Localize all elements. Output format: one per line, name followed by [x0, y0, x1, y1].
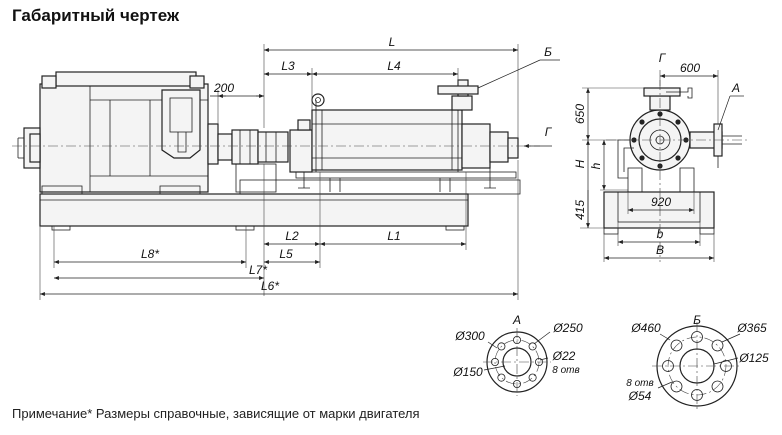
- base-frame: [39, 193, 469, 227]
- label-G-view: Г: [659, 51, 667, 65]
- page-title: Габаритный чертеж: [12, 6, 180, 25]
- dim-L5: L5: [279, 247, 293, 261]
- dim-200: 200: [213, 81, 234, 95]
- motor: [17, 71, 219, 195]
- flange-A-hole-count: 8 отв: [552, 365, 579, 376]
- flange-B-bolt-circle: Ø365: [736, 321, 767, 335]
- dim-L3: L3: [281, 59, 295, 73]
- dim-H: H: [573, 159, 587, 168]
- coupling: [217, 129, 289, 193]
- footnote: Примечание* Размеры справочные, зависящи…: [12, 406, 420, 421]
- dim-L6: L6*: [261, 279, 279, 293]
- dim-h: h: [589, 162, 603, 169]
- flange-A-outer-diameter: Ø300: [454, 329, 485, 343]
- dim-L4: L4: [387, 59, 401, 73]
- flange-B-hole-diameter: Ø54: [628, 389, 652, 403]
- flange-A-title: А: [512, 313, 521, 327]
- dim-415: 415: [573, 200, 587, 220]
- dim-B: B: [656, 243, 664, 257]
- dim-L: L: [389, 35, 396, 49]
- dim-L8: L8*: [141, 247, 159, 261]
- dim-L1: L1: [387, 229, 400, 243]
- end-view: 600 Г А 650 H h 415 920 b B: [573, 51, 750, 262]
- flange-B-outer-diameter: Ø460: [630, 321, 661, 335]
- side-view: L L3 L4 200 Б Г L2 L1: [12, 35, 560, 300]
- flange-B-hole-count: 8 отв: [626, 378, 653, 389]
- flange-B-inner-diameter: Ø125: [738, 351, 769, 365]
- label-A-nozzle: А: [731, 81, 740, 95]
- flange-A-inner-diameter: Ø150: [452, 365, 483, 379]
- dim-L2: L2: [285, 229, 299, 243]
- flange-A-bolt-circle: Ø250: [552, 321, 583, 335]
- dim-920: 920: [651, 195, 671, 209]
- flange-B-title: Б: [693, 313, 701, 327]
- dim-600: 600: [680, 61, 700, 75]
- dim-b: b: [657, 227, 664, 241]
- flange-A: А Ø300 Ø250 Ø22 8 отв Ø150: [452, 313, 583, 396]
- label-G-arrow: Г: [545, 125, 553, 139]
- flange-B: Б Ø460 Ø365 Ø125 8 отв Ø54: [626, 313, 769, 410]
- flange-A-hole-diameter: Ø22: [552, 349, 576, 363]
- label-B-nozzle: Б: [544, 45, 552, 59]
- dim-650: 650: [573, 104, 587, 124]
- pump: [239, 79, 521, 195]
- dim-L7: L7*: [249, 263, 267, 277]
